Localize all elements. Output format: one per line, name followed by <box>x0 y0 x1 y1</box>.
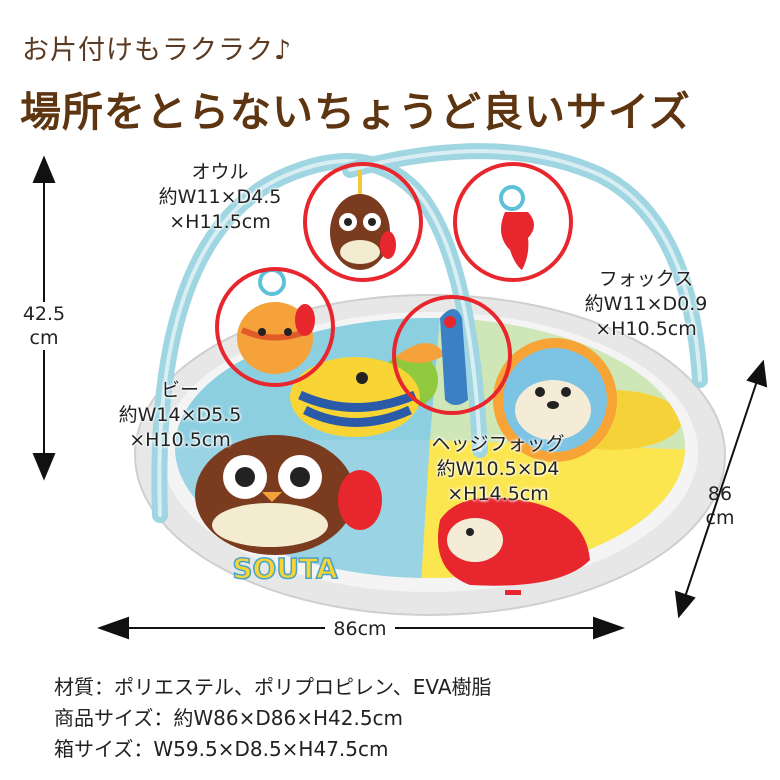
fox-print <box>438 497 590 586</box>
bee-highlight <box>215 267 335 387</box>
spec-product-size: 商品サイズ：約W86×D86×H42.5cm <box>54 706 404 730</box>
depth-arrow-bottom <box>674 590 696 619</box>
depth-value: 86 <box>707 483 733 505</box>
bee-toy <box>237 268 315 374</box>
spec-box-size: 箱サイズ：W59.5×D8.5×H47.5cm <box>54 737 389 761</box>
owl-toy-size-1: 約W11×D4.5 <box>158 186 282 208</box>
height-dimension-label: 42.5 cm <box>18 302 70 350</box>
owl-toy-size-2: ×H11.5cm <box>169 211 271 233</box>
owl-toy <box>330 170 396 270</box>
fox-toy-size-2: ×H10.5cm <box>595 318 697 340</box>
dimension-arrows <box>32 155 768 640</box>
owl-print: SOUTA <box>195 435 382 586</box>
play-gym-arches <box>151 143 708 523</box>
hedgehog-toy-size-2: ×H14.5cm <box>447 483 549 505</box>
fox-toy-label: フォックス 約W11×D0.9 ×H10.5cm <box>566 267 726 342</box>
bee-toy-name: ビー <box>160 379 199 401</box>
subtitle: お片付けもラクラク♪ <box>22 35 293 66</box>
height-unit: cm <box>29 327 59 349</box>
width-dimension-label: 86cm <box>325 617 395 641</box>
depth-unit: cm <box>705 507 735 529</box>
bee-print <box>290 342 445 437</box>
width-arrow-left <box>97 616 129 640</box>
height-arrow-top <box>32 155 56 183</box>
hedgehog-toy <box>440 309 468 405</box>
fox-highlight <box>453 162 573 282</box>
highlight-circles <box>215 162 573 415</box>
mat-print-text: SOUTA <box>232 552 338 585</box>
depth-dimension-label: 86 cm <box>694 482 746 530</box>
hedgehog-print <box>493 338 617 462</box>
hedgehog-toy-name: ヘッジフォッグ <box>431 433 565 455</box>
owl-toy-label: オウル 約W11×D4.5 ×H11.5cm <box>140 160 300 235</box>
bee-toy-size-1: 約W14×D5.5 <box>118 404 242 426</box>
owl-toy-name: オウル <box>191 161 249 183</box>
depth-arrow-line <box>683 377 759 601</box>
hedgehog-highlight <box>392 295 512 415</box>
hedgehog-toy-size-1: 約W10.5×D4 <box>436 458 560 480</box>
width-arrow-right <box>593 616 625 640</box>
bee-toy-size-2: ×H10.5cm <box>129 429 231 451</box>
bee-toy-label: ビー 約W14×D5.5 ×H10.5cm <box>100 378 260 453</box>
height-arrow-bottom <box>32 453 56 481</box>
headline: 場所をとらないちょうど良いサイズ <box>20 88 691 136</box>
fox-toy-size-1: 約W11×D0.9 <box>584 293 708 315</box>
spec-material: 材質：ポリエステル、ポリプロピレン、EVA樹脂 <box>54 675 492 699</box>
specs-list: 材質：ポリエステル、ポリプロピレン、EVA樹脂 商品サイズ：約W86×D86×H… <box>54 672 492 765</box>
hedgehog-toy-label: ヘッジフォッグ 約W10.5×D4 ×H14.5cm <box>408 432 588 507</box>
depth-arrow-top <box>746 359 768 388</box>
fox-toy <box>499 185 534 270</box>
height-value: 42.5 <box>22 303 66 325</box>
fox-toy-name: フォックス <box>598 268 694 290</box>
owl-highlight <box>303 162 423 282</box>
